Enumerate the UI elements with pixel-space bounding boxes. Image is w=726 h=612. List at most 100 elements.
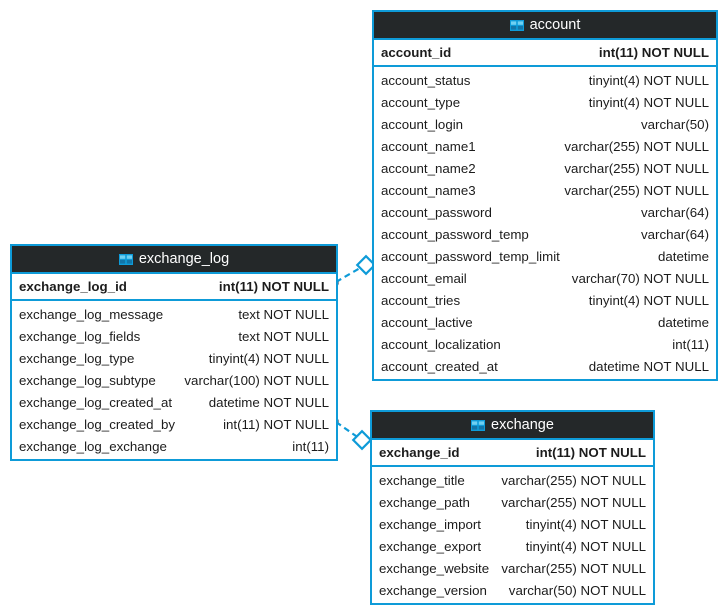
column-type: tinyint(4) NOT NULL	[525, 538, 646, 554]
column-name: account_type	[381, 94, 461, 110]
column-name: account_created_at	[381, 358, 498, 374]
column-name: exchange_log_id	[19, 279, 127, 294]
table-icon	[118, 253, 133, 265]
column-type: int(11)	[292, 438, 329, 454]
column-type: varchar(64)	[641, 226, 709, 242]
column-name: exchange_log_created_at	[19, 394, 173, 410]
column-name: exchange_import	[379, 516, 482, 532]
entity-exchange-header: exchange	[372, 412, 653, 440]
column-name: account_lactive	[381, 314, 473, 330]
table-icon	[509, 19, 524, 31]
column-type: varchar(100) NOT NULL	[184, 372, 329, 388]
table-row[interactable]: exchange_log_id int(11) NOT NULL	[12, 274, 336, 299]
column-type: varchar(70) NOT NULL	[571, 270, 709, 286]
entity-account[interactable]: account account_id int(11) NOT NULL acco…	[372, 10, 718, 381]
column-type: int(11) NOT NULL	[535, 445, 646, 460]
table-row[interactable]: exchange_log_created_at datetime NOT NULL	[12, 391, 336, 413]
table-row[interactable]: exchange_title varchar(255) NOT NULL	[372, 469, 653, 491]
table-row[interactable]: exchange_export tinyint(4) NOT NULL	[372, 535, 653, 557]
column-name: account_localization	[381, 336, 501, 352]
column-type: varchar(255) NOT NULL	[564, 160, 709, 176]
column-type: varchar(255) NOT NULL	[501, 494, 646, 510]
table-row[interactable]: exchange_id int(11) NOT NULL	[372, 440, 653, 465]
column-name: exchange_log_fields	[19, 328, 141, 344]
column-type: varchar(255) NOT NULL	[501, 560, 646, 576]
table-row[interactable]: account_name2 varchar(255) NOT NULL	[374, 157, 716, 179]
entity-account-header: account	[374, 12, 716, 40]
column-type: datetime	[658, 248, 709, 264]
column-name: account_name3	[381, 182, 476, 198]
column-name: exchange_log_created_by	[19, 416, 175, 432]
column-name: exchange_log_message	[19, 306, 164, 322]
entity-exchange-columns: exchange_title varchar(255) NOT NULL exch…	[372, 467, 653, 603]
table-row[interactable]: account_tries tinyint(4) NOT NULL	[374, 289, 716, 311]
column-type: datetime NOT NULL	[208, 394, 329, 410]
entity-exchange-log-pk: exchange_log_id int(11) NOT NULL	[12, 274, 336, 301]
entity-exchange-title: exchange	[491, 417, 554, 433]
table-row[interactable]: exchange_log_subtype varchar(100) NOT NUL…	[12, 369, 336, 391]
table-icon	[471, 419, 486, 431]
column-name: account_password	[381, 204, 492, 220]
column-type: text NOT NULL	[238, 306, 329, 322]
table-row[interactable]: exchange_log_type tinyint(4) NOT NULL	[12, 347, 336, 369]
column-type: tinyint(4) NOT NULL	[525, 516, 646, 532]
column-name: exchange_id	[379, 445, 460, 460]
column-name: account_email	[381, 270, 467, 286]
column-type: varchar(50) NOT NULL	[508, 582, 646, 598]
column-type: varchar(50)	[641, 116, 709, 132]
table-row[interactable]: exchange_log_created_by int(11) NOT NULL	[12, 413, 336, 435]
entity-exchange-log-title: exchange_log	[138, 251, 230, 267]
entity-exchange-log-header: exchange_log	[12, 246, 336, 274]
column-type: tinyint(4) NOT NULL	[588, 292, 709, 308]
column-name: exchange_export	[379, 538, 482, 554]
column-type: varchar(255) NOT NULL	[564, 182, 709, 198]
column-name: account_password_temp	[381, 226, 529, 242]
relationship-line	[335, 267, 361, 283]
table-row[interactable]: account_email varchar(70) NOT NULL	[374, 267, 716, 289]
table-row[interactable]: account_password_temp varchar(64)	[374, 223, 716, 245]
table-row[interactable]: exchange_log_fields text NOT NULL	[12, 325, 336, 347]
table-row[interactable]: exchange_import tinyint(4) NOT NULL	[372, 513, 653, 535]
table-row[interactable]: account_password_temp_limit datetime	[374, 245, 716, 267]
entity-exchange-pk: exchange_id int(11) NOT NULL	[372, 440, 653, 467]
table-row[interactable]: account_localization int(11)	[374, 333, 716, 355]
column-name: exchange_log_subtype	[19, 372, 156, 388]
table-row[interactable]: account_name3 varchar(255) NOT NULL	[374, 179, 716, 201]
table-row[interactable]: account_id int(11) NOT NULL	[374, 40, 716, 65]
column-type: tinyint(4) NOT NULL	[588, 72, 709, 88]
column-type: text NOT NULL	[238, 328, 329, 344]
column-type: datetime	[658, 314, 709, 330]
entity-exchange[interactable]: exchange exchange_id int(11) NOT NULL ex…	[370, 410, 655, 605]
table-row[interactable]: account_login varchar(50)	[374, 113, 716, 135]
column-type: int(11) NOT NULL	[223, 416, 329, 432]
table-row[interactable]: exchange_log_message text NOT NULL	[12, 303, 336, 325]
table-row[interactable]: account_type tinyint(4) NOT NULL	[374, 91, 716, 113]
column-name: account_id	[381, 45, 452, 60]
column-type: varchar(255) NOT NULL	[501, 472, 646, 488]
entity-exchange-log[interactable]: exchange_log exchange_log_id int(11) NOT…	[10, 244, 338, 461]
column-type: int(11)	[672, 336, 709, 352]
column-name: account_password_temp_limit	[381, 248, 560, 264]
column-name: exchange_log_type	[19, 350, 135, 366]
table-row[interactable]: account_lactive datetime	[374, 311, 716, 333]
column-name: account_login	[381, 116, 464, 132]
column-name: account_tries	[381, 292, 461, 308]
column-type: int(11) NOT NULL	[218, 279, 329, 294]
column-type: varchar(255) NOT NULL	[564, 138, 709, 154]
column-name: account_name2	[381, 160, 476, 176]
column-type: tinyint(4) NOT NULL	[208, 350, 329, 366]
column-type: datetime NOT NULL	[588, 358, 709, 374]
column-type: tinyint(4) NOT NULL	[588, 94, 709, 110]
table-row[interactable]: account_created_at datetime NOT NULL	[374, 355, 716, 377]
column-name: exchange_title	[379, 472, 465, 488]
